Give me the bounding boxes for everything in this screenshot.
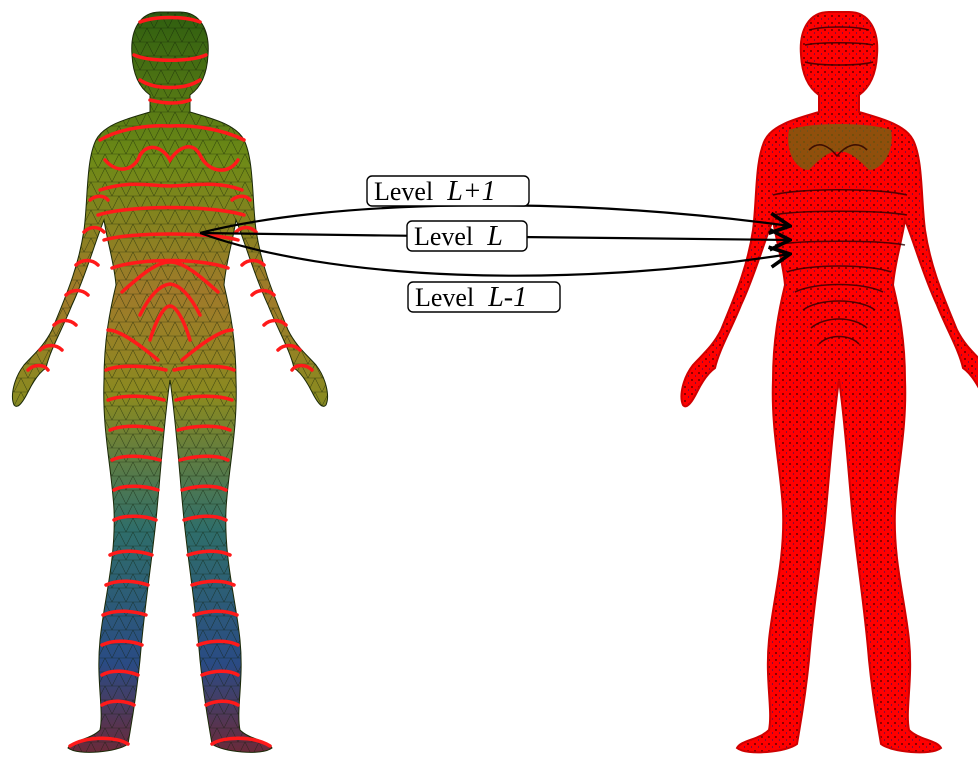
level-label-upper: Level L+1 — [367, 176, 529, 207]
level-upper-prefix: Level — [374, 177, 433, 206]
level-lower-prefix: Level — [415, 283, 474, 312]
right-body-silhouette — [681, 12, 978, 752]
level-upper-var: L+1 — [446, 176, 495, 207]
level-label-middle: Level L — [407, 221, 527, 252]
svg-text:Level L-1: Level L-1 — [415, 282, 527, 313]
level-middle-var: L — [486, 221, 503, 252]
level-lower-var: L-1 — [487, 282, 527, 313]
level-label-lower: Level L-1 — [408, 282, 560, 313]
segmented-body-mesh — [12, 12, 327, 752]
level-point-cloud-body — [681, 12, 978, 752]
svg-text:Level L: Level L — [414, 221, 503, 252]
level-middle-prefix: Level — [414, 222, 473, 251]
